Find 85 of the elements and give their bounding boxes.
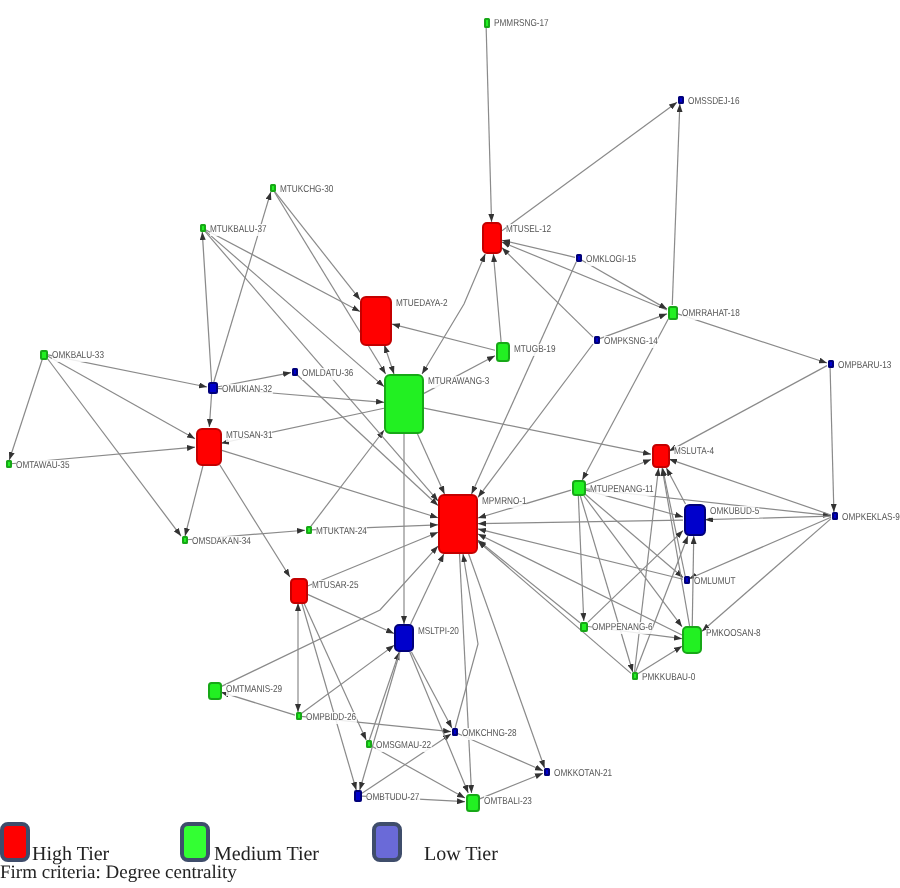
arrow — [47, 355, 196, 440]
arrow — [273, 191, 387, 375]
arrow — [306, 531, 439, 587]
arrow — [676, 313, 828, 364]
arrow — [690, 535, 697, 627]
arrow — [416, 433, 446, 495]
arrow — [199, 231, 213, 383]
arrow — [296, 374, 439, 507]
arrow — [491, 253, 502, 343]
arrow — [383, 344, 395, 375]
arrow — [665, 467, 687, 505]
arrow — [423, 407, 652, 456]
arrow — [47, 358, 182, 537]
arrow — [300, 644, 395, 715]
arrow — [368, 651, 400, 741]
arrow — [501, 239, 576, 258]
arrow — [204, 230, 385, 388]
arrow — [501, 241, 668, 311]
legend-label: Medium Tier — [214, 844, 320, 866]
arrow — [688, 516, 832, 580]
arrow — [701, 518, 832, 632]
arrow — [477, 489, 572, 519]
arrow — [8, 358, 43, 461]
arrow — [204, 230, 439, 502]
arrow — [468, 553, 546, 769]
arrow — [361, 733, 452, 794]
arrow — [274, 191, 361, 301]
arrow — [478, 772, 544, 800]
arrow — [598, 313, 668, 340]
arrow — [220, 545, 439, 688]
arrow — [184, 464, 204, 537]
arrow — [587, 530, 684, 623]
arrow — [456, 732, 544, 772]
arrow — [409, 651, 469, 794]
arrow — [583, 495, 683, 628]
arrow — [216, 371, 292, 388]
arrow — [204, 229, 361, 313]
arrow — [310, 429, 385, 527]
arrow — [660, 467, 691, 627]
arrow — [579, 495, 634, 673]
arrow — [668, 365, 828, 452]
arrow — [470, 261, 577, 495]
caption: Firm criteria: Degree centrality — [0, 864, 237, 886]
arrow — [636, 645, 683, 675]
arrow — [477, 519, 684, 527]
arrow — [370, 745, 466, 799]
arrow — [671, 103, 683, 306]
arrow — [581, 318, 669, 481]
arrow — [477, 343, 594, 498]
arrow — [668, 458, 832, 516]
arrow — [501, 101, 678, 232]
arrow — [634, 535, 689, 673]
arrow — [391, 323, 496, 351]
arrow — [454, 553, 479, 729]
arrow — [421, 253, 486, 375]
arrow — [306, 593, 395, 635]
arrow — [704, 515, 832, 523]
arrow — [219, 464, 291, 578]
arrow — [477, 539, 581, 624]
arrow — [661, 467, 686, 577]
arrow — [477, 533, 683, 636]
arrow — [584, 493, 684, 579]
arrow — [584, 458, 652, 486]
arrow — [295, 602, 301, 713]
arrow — [410, 651, 453, 729]
arrow — [220, 691, 296, 716]
arrow — [577, 495, 587, 622]
legend-label: Low Tier — [424, 844, 498, 866]
arrow — [206, 393, 213, 428]
arrow — [633, 467, 661, 673]
arrow — [485, 26, 495, 223]
arrow — [220, 449, 439, 519]
arrow — [303, 602, 367, 741]
arrow — [401, 433, 407, 625]
arrow — [477, 540, 632, 674]
arrow — [410, 553, 445, 625]
arrow — [359, 651, 401, 791]
arrow — [213, 191, 272, 383]
arrow — [829, 367, 837, 513]
arrow — [458, 553, 475, 794]
arrow — [580, 259, 668, 310]
arrow — [501, 247, 594, 338]
legend-label: High Tier — [32, 844, 110, 866]
arrow — [301, 602, 357, 791]
arrow — [477, 527, 684, 580]
